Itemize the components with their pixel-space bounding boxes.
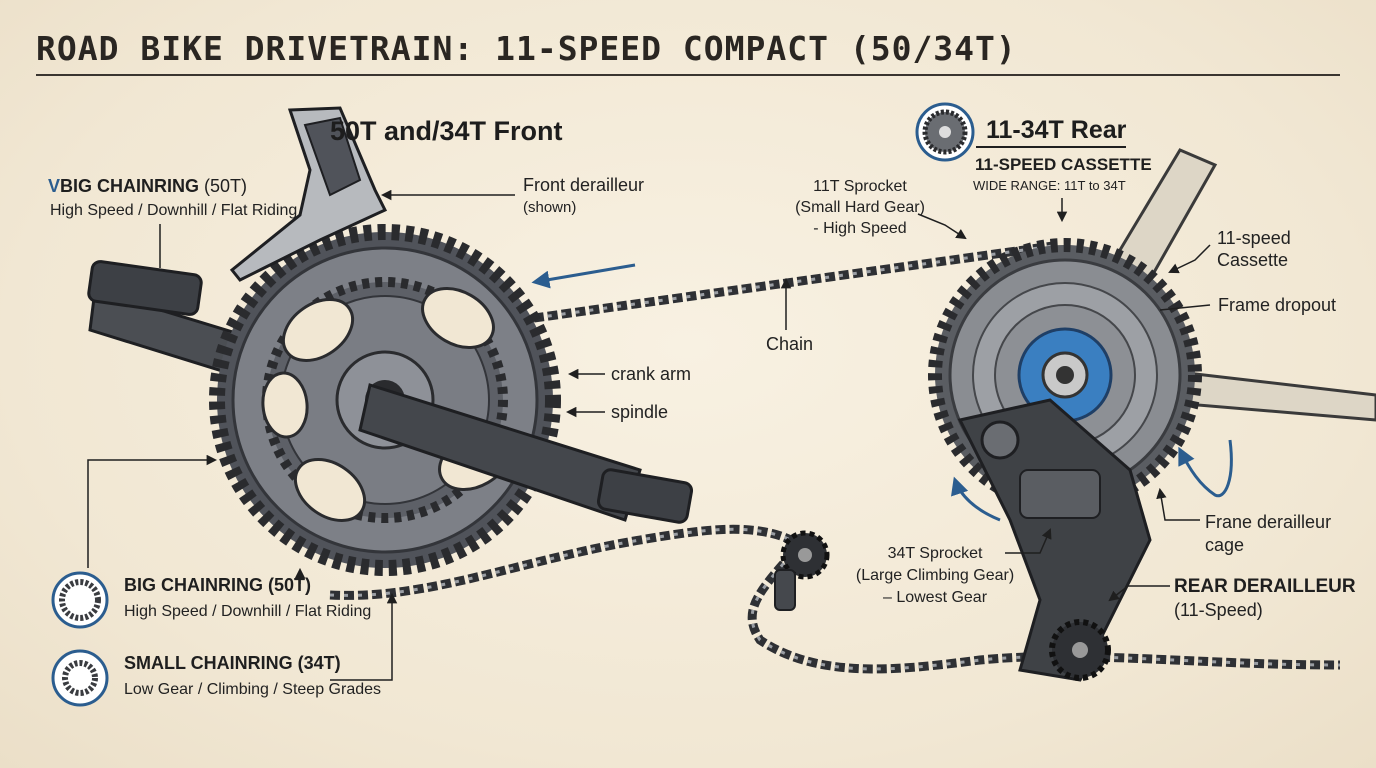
front-derailleur bbox=[229, 106, 388, 282]
small-sprocket-label-3: - High Speed bbox=[813, 220, 907, 237]
rear-rotation-arrow-right bbox=[1178, 439, 1233, 498]
front-derailleur-note: (shown) bbox=[523, 199, 577, 216]
small-sprocket-label-1: 11T Sprocket bbox=[813, 178, 907, 195]
derailleur-cage-label-2: cage bbox=[1205, 535, 1245, 555]
derailleur-cage-label-1: Frane derailleur bbox=[1205, 512, 1332, 532]
front-derailleur-label: Front derailleur bbox=[523, 175, 645, 195]
cassette-title: 11-SPEED CASSETTE bbox=[975, 155, 1152, 174]
legend-big-chainring-desc: High Speed / Downhill / Flat Riding bbox=[124, 603, 372, 620]
front-heading: 50T and/34T Front bbox=[330, 116, 563, 146]
frame-dropout-label: Frame dropout bbox=[1218, 295, 1337, 315]
legend-small-chainring-desc: Low Gear / Climbing / Steep Grades bbox=[124, 681, 382, 698]
spindle-label: spindle bbox=[611, 402, 669, 422]
large-sprocket-label-2: (Large Climbing Gear) bbox=[855, 567, 1015, 584]
cassette-label-2: Cassette bbox=[1217, 250, 1289, 270]
rear-derailleur bbox=[957, 398, 1152, 682]
cassette-label-1: 11-speed bbox=[1217, 228, 1291, 248]
cassette-range: WIDE RANGE: 11T to 34T bbox=[973, 178, 1126, 193]
page-title: ROAD BIKE DRIVETRAIN: 11-SPEED COMPACT (… bbox=[36, 29, 1017, 68]
top-big-chainring-name: BIG CHAINRING bbox=[60, 176, 200, 196]
leader-lines bbox=[87, 189, 1211, 681]
chain-label: Chain bbox=[766, 334, 814, 354]
top-big-chainring-teeth: (50T) bbox=[204, 176, 248, 196]
chain-direction-arrow bbox=[531, 263, 636, 289]
small-chainring-icon bbox=[51, 649, 109, 707]
legend-big-chainring-name: BIG CHAINRING (50T) bbox=[124, 575, 312, 595]
v-mark: V bbox=[48, 176, 61, 196]
rear-heading-underline bbox=[976, 146, 1126, 148]
chain-tensioner bbox=[774, 530, 830, 611]
rear-derailleur-speed: (11-Speed) bbox=[1174, 600, 1263, 620]
large-sprocket-label-3: – Lowest Gear bbox=[882, 589, 988, 606]
rear-heading: 11-34T Rear bbox=[986, 116, 1127, 144]
crank-arm-label: crank arm bbox=[611, 364, 692, 384]
crank-right bbox=[358, 383, 694, 524]
cassette-icon bbox=[915, 102, 975, 162]
small-sprocket-label-2: (Small Hard Gear) bbox=[795, 199, 925, 216]
top-big-chainring-callout: VBIG CHAINRING (50T) bbox=[48, 176, 247, 197]
rear-rotation-arrow-left bbox=[951, 476, 1001, 522]
rear-derailleur-label: REAR DERAILLEUR bbox=[1174, 576, 1356, 597]
title-rule bbox=[36, 74, 1340, 76]
large-sprocket-label-1: 34T Sprocket bbox=[887, 545, 983, 562]
legend-small-chainring-name: SMALL CHAINRING (34T) bbox=[124, 653, 341, 673]
big-chainring-icon bbox=[51, 571, 109, 629]
top-big-chainring-desc: High Speed / Downhill / Flat Riding bbox=[50, 202, 298, 219]
